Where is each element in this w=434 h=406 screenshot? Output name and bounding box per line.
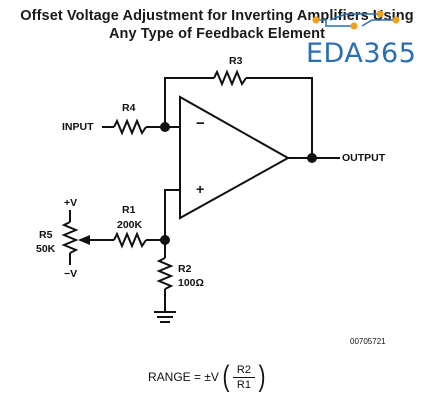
op-amp-triangle [179, 95, 291, 220]
junction-dot [307, 153, 317, 163]
r5-potentiometer [61, 221, 79, 254]
non-inverting-sign: + [196, 181, 205, 197]
formula-prefix: RANGE = ±V [148, 370, 219, 384]
range-formula: RANGE = ±V ( R2 R1 ) [148, 360, 266, 393]
negative-supply-label: −V [64, 268, 78, 280]
r3-label: R3 [229, 55, 243, 67]
inverting-sign: − [196, 115, 205, 132]
r4-resistor [113, 118, 147, 136]
formula-numerator: R2 [236, 363, 251, 376]
formula-fraction: R2 R1 [232, 363, 255, 391]
r3-resistor [213, 69, 247, 87]
positive-supply-label: +V [64, 197, 78, 209]
formula-denominator: R1 [236, 378, 251, 391]
output-label: OUTPUT [342, 152, 386, 164]
junction-dot [160, 235, 170, 245]
input-label: INPUT [62, 121, 94, 133]
watermark-logo: EDA365 [306, 38, 417, 69]
ground-icon [154, 311, 176, 323]
non-inverting-wire [164, 189, 180, 240]
r5-label: R5 [39, 229, 53, 241]
r1-resistor [113, 231, 147, 249]
r4-label: R4 [122, 102, 136, 114]
r2-resistor [156, 257, 174, 290]
title-line-2: Any Type of Feedback Element [108, 26, 326, 42]
r2-label: R2 [178, 263, 192, 275]
r5-value: 50K [36, 243, 56, 255]
watermark-decoration-icon [312, 10, 400, 30]
junction-dot [160, 122, 170, 132]
figure-code: 00705721 [350, 337, 386, 346]
r1-value: 200K [117, 219, 143, 231]
feedback-left-wire [164, 77, 214, 127]
r2-value: 100Ω [178, 277, 204, 289]
wiper-arrow-icon [78, 235, 90, 245]
r1-label: R1 [122, 204, 136, 216]
feedback-right-wire [246, 77, 313, 158]
